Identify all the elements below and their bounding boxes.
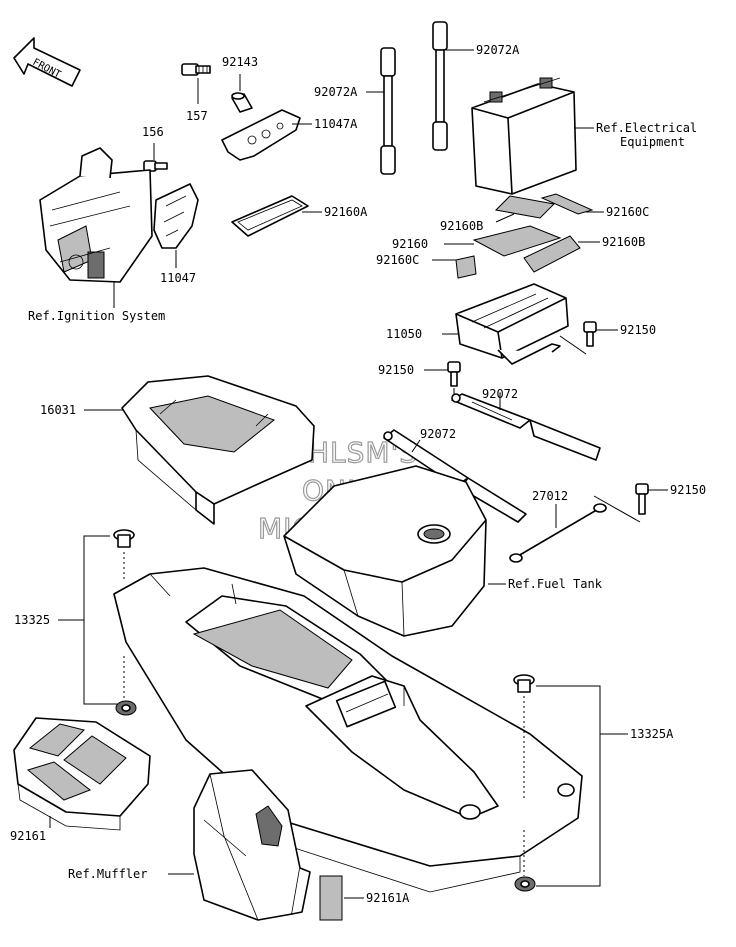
battery-icon	[471, 77, 577, 195]
label-ref-electrical-line-1: Ref.Electrical	[596, 121, 697, 135]
label-92143: 92143	[222, 55, 258, 69]
label-ref-muffler: Ref.Muffler	[68, 867, 147, 881]
plug-13325a-upper-icon	[513, 674, 535, 693]
label-ref-electrical-line-2: Equipment	[620, 135, 685, 149]
label-92072a-left: 92072A	[314, 85, 358, 99]
label-13325a: 13325A	[630, 727, 674, 741]
bolt-92150-middle-icon	[447, 361, 461, 387]
plug-13325-lower-icon	[115, 700, 137, 716]
label-92160a: 92160A	[324, 205, 368, 219]
pad-92160-icon	[472, 225, 562, 257]
bracket-11047-icon	[153, 183, 199, 249]
fuel-tank-icon	[283, 465, 487, 637]
label-11050: 11050	[386, 327, 422, 341]
strap-92072a-left-icon	[380, 47, 396, 175]
sticker-92161a-icon	[319, 875, 343, 921]
label-92072-upper: 92072	[482, 387, 518, 401]
pad-92160a-icon	[231, 195, 309, 237]
label-92160c-upper: 92160C	[606, 205, 649, 219]
label-92160b-upper: 92160B	[440, 219, 483, 233]
strap-92072a-right-icon	[432, 21, 448, 151]
label-92072a-right: 92072A	[476, 43, 520, 57]
strap-92072-lower-icon	[383, 429, 527, 523]
plug-13325-upper-icon	[113, 529, 135, 548]
label-156: 156	[142, 125, 164, 139]
bolt-92150-upper-icon	[583, 321, 597, 347]
bolt-157-icon	[181, 63, 211, 76]
label-92160: 92160	[392, 237, 428, 251]
mat-92161-icon	[13, 717, 151, 831]
battery-case-11050-icon	[455, 283, 569, 365]
label-ref-ignition-system: Ref.Ignition System	[28, 309, 165, 323]
collar-92143-icon	[231, 92, 253, 113]
label-92160c-lower: 92160C	[376, 253, 419, 267]
label-16031: 16031	[40, 403, 76, 417]
muffler-cover-icon	[193, 769, 311, 921]
seat-16031-icon	[121, 375, 315, 525]
pad-92160c-upper-icon	[540, 193, 594, 215]
label-92160b-lower: 92160B	[602, 235, 645, 249]
label-92072-lower: 92072	[420, 427, 456, 441]
strap-92072-upper-icon	[451, 393, 601, 461]
pad-92160b-upper-icon	[494, 195, 556, 219]
pad-92160b-lower-icon	[523, 235, 581, 273]
bolt-92150-lower-icon	[635, 483, 649, 515]
label-13325: 13325	[14, 613, 50, 627]
label-92161a: 92161A	[366, 891, 410, 905]
label-11047a: 11047A	[314, 117, 358, 131]
front-arrow-icon: FRONT	[13, 37, 81, 87]
label-11047: 11047	[160, 271, 196, 285]
bracket-11047a-icon	[221, 109, 301, 161]
label-ref-fuel-tank: Ref.Fuel Tank	[508, 577, 603, 591]
label-27012: 27012	[532, 489, 568, 503]
label-157: 157	[186, 109, 208, 123]
pad-92160c-lower-icon	[455, 255, 477, 279]
hull-icon	[113, 567, 583, 893]
label-92150-upper: 92150	[620, 323, 656, 337]
label-92150-lower: 92150	[670, 483, 706, 497]
rod-27012-icon	[509, 503, 607, 563]
ignition-box-icon	[39, 147, 153, 283]
label-92150-middle: 92150	[378, 363, 414, 377]
label-92161: 92161	[10, 829, 46, 843]
plug-13325a-lower-icon	[514, 876, 536, 892]
